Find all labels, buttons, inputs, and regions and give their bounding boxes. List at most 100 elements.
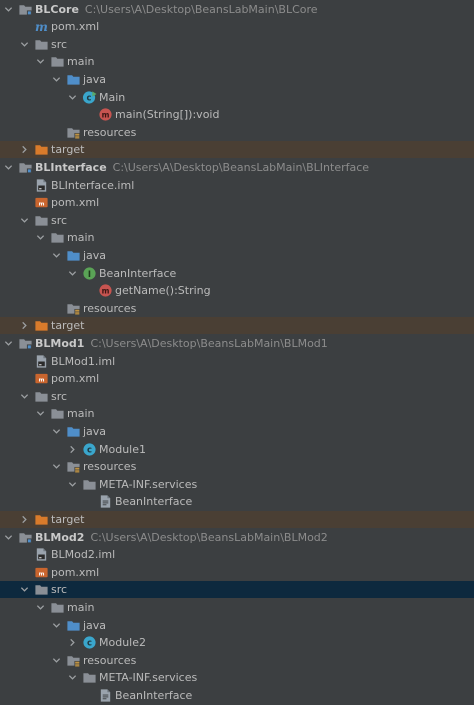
- chevron-down-icon[interactable]: [66, 89, 78, 106]
- chevron-down-icon[interactable]: [50, 617, 62, 634]
- chevron-down-icon[interactable]: [34, 599, 46, 616]
- chevron-down-icon[interactable]: [34, 405, 46, 422]
- chevron-right-icon[interactable]: [18, 317, 30, 334]
- tree-row-label: META-INF.services: [99, 671, 197, 684]
- method-icon: m: [97, 282, 113, 299]
- pom-file-icon: m: [33, 194, 49, 211]
- tree-row-name: pom.xml: [51, 565, 100, 579]
- chevron-down-icon[interactable]: [50, 71, 62, 88]
- svg-text:m: m: [38, 377, 44, 383]
- tree-row[interactable]: BLMod1.iml: [0, 353, 474, 370]
- source-folder-icon: [65, 423, 81, 440]
- text-file-icon: [97, 493, 113, 510]
- tree-row[interactable]: m pom.xml: [0, 564, 474, 581]
- tree-row-name: main: [67, 600, 95, 614]
- chevron-down-icon[interactable]: [34, 53, 46, 70]
- chevron-down-icon[interactable]: [50, 458, 62, 475]
- tree-row-name: Module2: [99, 636, 146, 650]
- chevron-right-icon[interactable]: [18, 141, 30, 158]
- chevron-down-icon[interactable]: [50, 652, 62, 669]
- runnable-class-icon: c: [81, 89, 97, 106]
- tree-row[interactable]: resources: [0, 124, 474, 141]
- tree-row-label: java: [83, 619, 106, 632]
- chevron-right-icon[interactable]: [18, 511, 30, 528]
- resources-folder-icon: [65, 652, 81, 669]
- chevron-down-icon[interactable]: [2, 529, 14, 546]
- folder-icon: [33, 212, 49, 229]
- svg-text:c: c: [86, 92, 91, 102]
- tree-row[interactable]: BeanInterface: [0, 687, 474, 704]
- tree-row[interactable]: src: [0, 212, 474, 229]
- tree-row[interactable]: resources: [0, 652, 474, 669]
- chevron-down-icon[interactable]: [2, 1, 14, 18]
- chevron-down-icon[interactable]: [34, 229, 46, 246]
- tree-row-name: BLMod1.iml: [51, 354, 116, 368]
- tree-row[interactable]: BLInterface.iml: [0, 177, 474, 194]
- chevron-down-icon[interactable]: [18, 36, 30, 53]
- tree-row[interactable]: target: [0, 317, 474, 335]
- chevron-down-icon[interactable]: [66, 476, 78, 493]
- tree-row[interactable]: META-INF.services: [0, 669, 474, 686]
- tree-row[interactable]: BeanInterface: [0, 493, 474, 510]
- tree-row-name: target: [51, 512, 85, 526]
- tree-row-label: pom.xml: [51, 20, 99, 33]
- chevron-down-icon[interactable]: [50, 423, 62, 440]
- svg-text:m: m: [38, 571, 44, 577]
- chevron-down-icon[interactable]: [66, 669, 78, 686]
- tree-row[interactable]: main: [0, 53, 474, 70]
- tree-row-name: pom.xml: [51, 20, 100, 34]
- tree-row[interactable]: java: [0, 247, 474, 264]
- chevron-down-icon[interactable]: [2, 335, 14, 352]
- tree-row-label: src: [51, 214, 67, 227]
- tree-row-name: BLInterface.iml: [51, 178, 135, 192]
- tree-row[interactable]: META-INF.services: [0, 476, 474, 493]
- tree-row-label: getName():String: [115, 284, 211, 297]
- module-path: C:\Users\A\Desktop\BeansLabMain\BLMod2: [90, 530, 328, 544]
- tree-row[interactable]: src: [0, 388, 474, 405]
- tree-row[interactable]: resources: [0, 458, 474, 475]
- svg-text:m: m: [101, 286, 109, 295]
- chevron-down-icon[interactable]: [18, 212, 30, 229]
- chevron-down-icon[interactable]: [18, 388, 30, 405]
- tree-row[interactable]: target: [0, 141, 474, 159]
- tree-row[interactable]: java: [0, 617, 474, 634]
- tree-row[interactable]: src: [0, 36, 474, 53]
- tree-row[interactable]: java: [0, 71, 474, 88]
- tree-row-name: main(String[]):void: [115, 108, 220, 122]
- resources-folder-icon: [65, 300, 81, 317]
- tree-row[interactable]: main: [0, 405, 474, 422]
- tree-row-label: BLMod1.iml: [51, 355, 115, 368]
- tree-row[interactable]: BLMod2.iml: [0, 546, 474, 563]
- tree-row[interactable]: main: [0, 229, 474, 246]
- chevron-down-icon[interactable]: [50, 247, 62, 264]
- chevron-down-icon[interactable]: [66, 265, 78, 282]
- folder-icon: [49, 405, 65, 422]
- chevron-down-icon[interactable]: [18, 581, 30, 598]
- tree-row[interactable]: m getName():String: [0, 282, 474, 299]
- tree-row[interactable]: java: [0, 423, 474, 440]
- tree-row-name: src: [51, 389, 68, 403]
- folder-icon: [33, 581, 49, 598]
- tree-row-name: resources: [83, 301, 137, 315]
- tree-row[interactable]: resources: [0, 300, 474, 317]
- chevron-right-icon[interactable]: [66, 634, 78, 651]
- tree-row[interactable]: src: [0, 581, 474, 599]
- chevron-right-icon[interactable]: [66, 441, 78, 458]
- chevron-down-icon[interactable]: [2, 159, 14, 176]
- iml-file-icon: [33, 546, 49, 563]
- tree-row[interactable]: main: [0, 599, 474, 616]
- tree-row[interactable]: target: [0, 510, 474, 528]
